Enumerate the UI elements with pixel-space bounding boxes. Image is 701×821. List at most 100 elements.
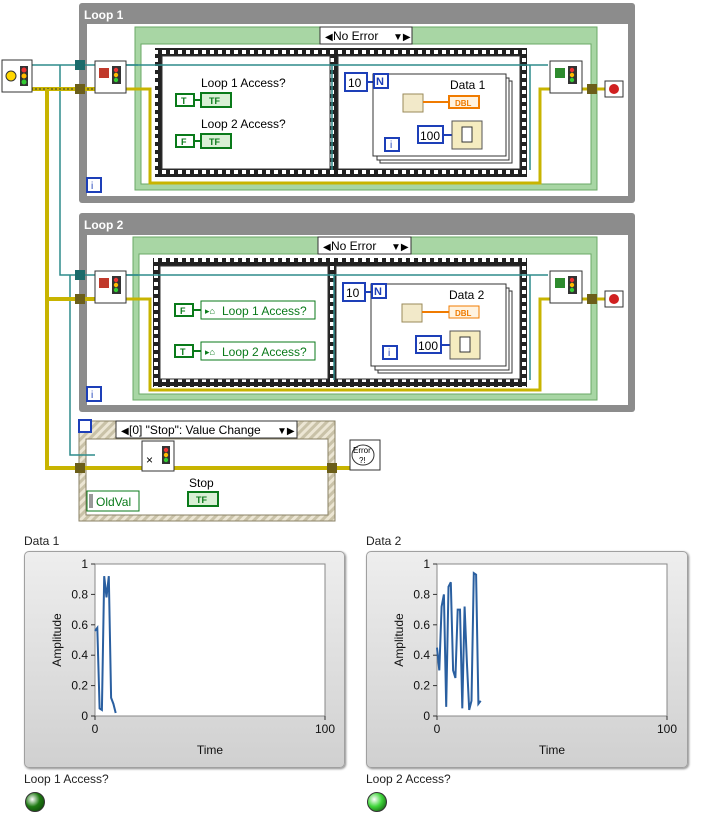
x-tick-label: 100 <box>657 722 677 736</box>
y-tick-label: 1 <box>423 557 430 571</box>
loop2-local-var-a[interactable] <box>200 300 316 320</box>
loop2-n-terminal <box>371 283 387 299</box>
loop2-case-label: No Error <box>331 239 376 253</box>
plot-area <box>436 563 668 717</box>
event-selector[interactable]: ◀ [0] "Stop": Value Change ▼▶ <box>115 420 298 439</box>
dice-icon[interactable] <box>401 303 423 323</box>
y-axis-label: Amplitude <box>50 613 64 667</box>
y-tick-label: 0.2 <box>71 679 88 693</box>
loop1-label-a: Loop 1 Access? <box>201 76 286 90</box>
loop2-local-var-b[interactable] <box>200 341 316 361</box>
svg-text:▸⌂: ▸⌂ <box>205 306 215 316</box>
x-axis-label: Time <box>197 743 224 757</box>
x-tick-label: 0 <box>92 722 99 736</box>
tunnel <box>75 84 85 94</box>
loop2-for-i-terminal <box>382 345 398 360</box>
svg-text:i: i <box>390 140 392 151</box>
loop1-case-label: No Error <box>333 29 378 43</box>
loop2-release-semaphore-icon[interactable] <box>549 270 583 304</box>
tunnel <box>75 270 85 280</box>
dice-icon[interactable] <box>402 93 424 113</box>
x-tick-label: 100 <box>315 722 335 736</box>
svg-text:▼▶: ▼▶ <box>393 32 411 43</box>
loop1-data-indicator <box>448 95 480 109</box>
tunnel <box>587 84 597 94</box>
y-tick-label: 0.6 <box>413 618 430 632</box>
block-diagram: Loop 1 i ◀ No Error ▼▶ Loop 1 Access? T … <box>1 3 635 522</box>
loop1-case-selector[interactable]: ◀ No Error ▼▶ <box>319 26 413 45</box>
y-tick-label: 0.8 <box>413 587 430 601</box>
loop2-data-label: Data 2 <box>449 288 485 302</box>
tunnel <box>75 60 85 70</box>
loop1-for-i-terminal <box>384 137 400 152</box>
svg-text:OldVal: OldVal <box>96 495 131 509</box>
svg-text:i: i <box>388 348 390 359</box>
svg-text:▸⌂: ▸⌂ <box>205 347 215 357</box>
y-tick-label: 0.2 <box>413 679 430 693</box>
y-tick-label: 0.8 <box>71 587 88 601</box>
loop2-iteration-terminal <box>86 386 102 402</box>
svg-text:TF: TF <box>209 137 220 147</box>
svg-text:Loop 1 Access?: Loop 1 Access? <box>222 304 307 318</box>
y-tick-label: 0.4 <box>71 648 88 662</box>
svg-text:100: 100 <box>418 339 438 353</box>
svg-text:N: N <box>376 76 384 88</box>
x-axis-label: Time <box>539 743 566 757</box>
series-line <box>94 576 117 714</box>
chart1-label: Data 1 <box>24 534 60 548</box>
svg-text:N: N <box>374 286 382 298</box>
led1-label: Loop 1 Access? <box>24 772 109 786</box>
stop-button-terminal[interactable] <box>187 491 219 507</box>
svg-text:T: T <box>181 96 187 106</box>
svg-text:DBL: DBL <box>455 99 472 108</box>
simple-error-handler-icon[interactable]: Error ?! <box>349 439 381 471</box>
oldval-terminal <box>86 490 140 512</box>
y-axis-label: Amplitude <box>392 613 406 667</box>
y-tick-label: 0 <box>423 709 430 723</box>
svg-text:[0] "Stop": Value Change: [0] "Stop": Value Change <box>129 423 261 437</box>
loop2-title: Loop 2 <box>84 218 124 232</box>
svg-text:?!: ?! <box>359 456 366 465</box>
series-line <box>436 571 482 711</box>
svg-text:Loop 2 Access?: Loop 2 Access? <box>222 345 307 359</box>
led-loop1-access[interactable] <box>25 792 45 812</box>
svg-text:10: 10 <box>348 76 362 90</box>
led-loop2-access[interactable] <box>367 792 387 812</box>
loop2-case-selector[interactable]: ◀ No Error ▼▶ <box>317 236 412 255</box>
tunnel <box>75 294 85 304</box>
svg-text:10: 10 <box>346 286 360 300</box>
svg-text:T: T <box>180 347 186 357</box>
stop-label: Stop <box>189 476 214 490</box>
y-tick-label: 0.4 <box>413 648 430 662</box>
svg-text:▼▶: ▼▶ <box>391 242 409 253</box>
loop1-n-terminal <box>373 73 389 89</box>
svg-text:F: F <box>180 306 186 316</box>
x-tick-label: 0 <box>434 722 441 736</box>
led2-label: Loop 2 Access? <box>366 772 451 786</box>
svg-text:Error: Error <box>353 446 371 455</box>
y-tick-label: 0 <box>81 709 88 723</box>
svg-text:▼▶: ▼▶ <box>277 426 295 437</box>
svg-text:F: F <box>181 137 187 147</box>
y-tick-label: 1 <box>81 557 88 571</box>
tunnel <box>327 463 337 473</box>
svg-text:◀: ◀ <box>121 426 129 437</box>
loop1-title: Loop 1 <box>84 8 124 22</box>
svg-text:TF: TF <box>209 96 220 106</box>
svg-text:DBL: DBL <box>455 309 472 318</box>
tunnel <box>75 463 85 473</box>
loop1-label-b: Loop 2 Access? <box>201 117 286 131</box>
svg-text:◀: ◀ <box>323 242 331 253</box>
chart2-label: Data 2 <box>366 534 402 548</box>
loop1-iteration-terminal <box>86 177 102 193</box>
svg-text:i: i <box>91 390 93 401</box>
y-tick-label: 0.6 <box>71 618 88 632</box>
loop1-release-semaphore-icon[interactable] <box>549 60 583 94</box>
svg-text:×: × <box>146 453 153 467</box>
hourglass-icon <box>78 419 92 433</box>
tunnel <box>587 294 597 304</box>
